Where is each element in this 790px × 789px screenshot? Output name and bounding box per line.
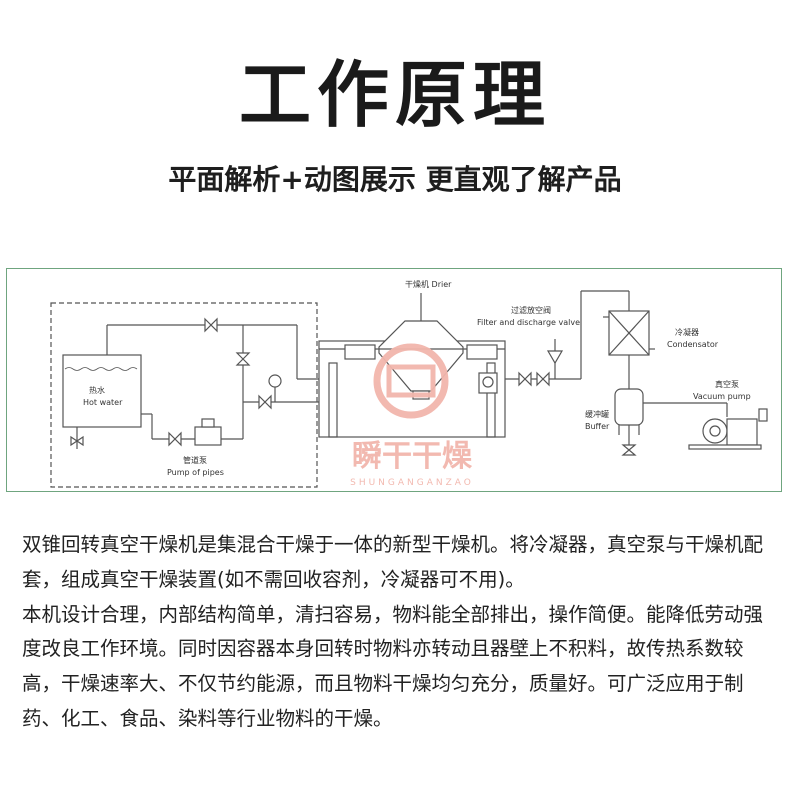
label-filter-en: Filter and discharge valve: [477, 318, 580, 327]
label-hotwater-en: Hot water: [83, 398, 123, 407]
return-valve-icon: [258, 394, 272, 410]
label-pump-en: Pump of pipes: [167, 468, 224, 477]
svg-text:瞬干干燥: 瞬干干燥: [352, 439, 473, 474]
process-diagram-svg: 瞬干干燥 SHUNGANGANZAO 干燥机 Drier 过滤放空阀 Filte…: [50, 279, 768, 488]
description-paragraph-1: 双锥回转真空干燥机是集混合干燥于一体的新型干燥机。将冷凝器，真空泵与干燥机配套，…: [22, 533, 764, 591]
label-condenser-en: Condensator: [667, 340, 719, 349]
pressure-gauge-icon: [268, 374, 282, 388]
svg-text:SHUNGANGANZAO: SHUNGANGANZAO: [350, 478, 474, 488]
page-title: 工作原理: [238, 53, 551, 137]
buffer-tank-icon: [614, 388, 644, 426]
label-vacuum-en: Vacuum pump: [693, 392, 751, 401]
label-hotwater-cn: 热水: [89, 385, 105, 395]
hot-water-zone: [50, 302, 318, 488]
brand-watermark-logo: 瞬干干燥 SHUNGANGANZAO: [350, 343, 474, 488]
branch-valve-icon: [235, 352, 251, 366]
hot-water-tank: [62, 354, 142, 428]
label-condenser-cn: 冷凝器: [675, 327, 699, 337]
label-buffer-en: Buffer: [585, 422, 610, 431]
label-buffer-cn: 缓冲罐: [585, 409, 609, 419]
description-text: 双锥回转真空干燥机是集混合干燥于一体的新型干燥机。将冷凝器，真空泵与干燥机配套，…: [22, 528, 782, 737]
description-paragraph-2: 本机设计合理，内部结构简单，清扫容易，物料能全部排出，操作简便。能降低劳动强度改…: [22, 602, 764, 730]
top-valve-icon: [204, 317, 218, 333]
pump-valve-icon: [168, 431, 182, 447]
label-pump-cn: 管道泵: [183, 455, 207, 465]
drain-valve-icon: [70, 435, 84, 447]
label-vacuum-cn: 真空泵: [715, 379, 739, 389]
process-diagram: 瞬干干燥 SHUNGANGANZAO 干燥机 Drier 过滤放空阀 Filte…: [6, 268, 782, 492]
filter-valve-icon: [546, 350, 564, 365]
label-drier: 干燥机 Drier: [405, 279, 452, 289]
vacuum-pump-icon: [702, 418, 728, 444]
page-subtitle: 平面解析+动图展示 更直观了解产品: [168, 163, 622, 196]
label-filter-cn: 过滤放空阀: [511, 305, 551, 315]
pipe-pump-icon: [194, 426, 222, 446]
